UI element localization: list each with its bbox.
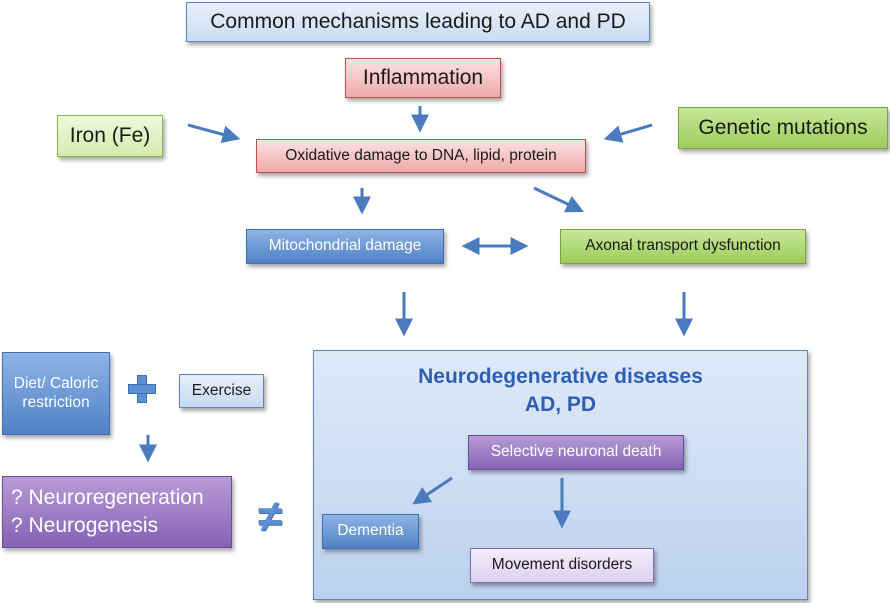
panel-title-line-2: AD, PD xyxy=(524,393,597,416)
exercise-box: Exercise xyxy=(179,374,264,408)
genetic-mutations-label: Genetic mutations xyxy=(698,116,868,140)
not-equal-symbol: ≠ xyxy=(250,492,290,542)
diet-caloric-restriction-label: Diet/ Caloric restriction xyxy=(13,374,99,411)
arrow-iron-to-oxidative xyxy=(187,123,241,144)
diagram-title-text: Common mechanisms leading to AD and PD xyxy=(210,10,626,34)
iron-box: Iron (Fe) xyxy=(57,115,163,157)
neuroregeneration-label: ? Neuroregeneration xyxy=(11,485,204,509)
axonal-transport-label: Axonal transport dysfunction xyxy=(585,237,781,255)
genetic-mutations-box: Genetic mutations xyxy=(678,107,888,149)
not-equal-glyph: ≠ xyxy=(257,492,283,541)
diet-caloric-restriction-box: Diet/ Caloric restriction xyxy=(2,352,110,435)
arrow-death-to-dementia xyxy=(412,476,453,505)
axonal-transport-box: Axonal transport dysfunction xyxy=(560,229,806,264)
dementia-box: Dementia xyxy=(322,514,419,549)
selective-neuronal-death-label: Selective neuronal death xyxy=(490,443,662,461)
movement-disorders-box: Movement disorders xyxy=(470,548,654,583)
oxidative-damage-box: Oxidative damage to DNA, lipid, protein xyxy=(256,139,586,173)
neuroregeneration-box: ? Neuroregeneration ? Neurogenesis xyxy=(2,476,232,548)
arrow-oxidative-to-axonal xyxy=(533,186,585,213)
neurogenesis-label: ? Neurogenesis xyxy=(11,514,159,537)
inflammation-box: Inflammation xyxy=(345,58,501,98)
oxidative-damage-label: Oxidative damage to DNA, lipid, protein xyxy=(285,146,557,164)
plus-symbol xyxy=(128,375,156,403)
diagram-title: Common mechanisms leading to AD and PD xyxy=(186,2,650,42)
mitochondrial-damage-box: Mitochondrial damage xyxy=(246,229,444,264)
mitochondrial-damage-label: Mitochondrial damage xyxy=(268,237,422,255)
dementia-label: Dementia xyxy=(337,522,404,540)
panel-title-line-1: Neurodegenerative diseases xyxy=(418,365,703,388)
exercise-label: Exercise xyxy=(191,381,252,399)
iron-label: Iron (Fe) xyxy=(69,124,151,148)
arrow-genetic-to-oxidative xyxy=(603,123,653,143)
inflammation-label: Inflammation xyxy=(362,66,484,90)
selective-neuronal-death-box: Selective neuronal death xyxy=(468,435,684,470)
movement-disorders-label: Movement disorders xyxy=(491,556,633,574)
